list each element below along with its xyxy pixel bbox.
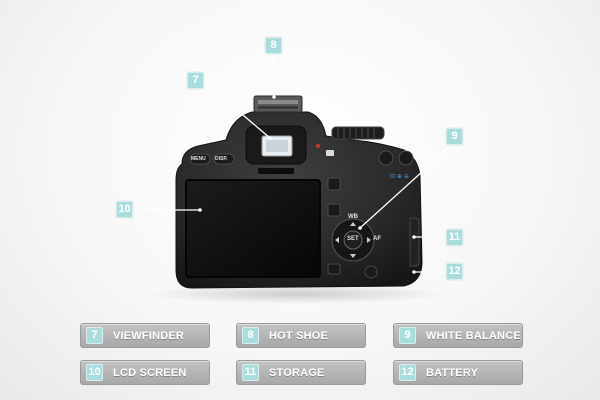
ae-lock-button bbox=[398, 150, 414, 166]
disp-button-shape bbox=[213, 153, 235, 165]
legend-number: 9 bbox=[399, 327, 416, 344]
legend-number: 8 bbox=[242, 327, 259, 344]
legend-item-white-balance[interactable]: 9 WHITE BALANCE bbox=[393, 323, 523, 348]
callout-badge-11: 11 bbox=[446, 229, 463, 246]
af-point-button bbox=[378, 150, 394, 166]
callout-badge-10: 10 bbox=[116, 201, 133, 218]
disp-label: DISP. bbox=[215, 156, 228, 162]
legend-number: 10 bbox=[86, 364, 103, 381]
mode-dial bbox=[331, 126, 385, 140]
card-slot-door bbox=[409, 217, 420, 267]
leader-lines bbox=[134, 54, 456, 273]
legend-number: 12 bbox=[399, 364, 416, 381]
legend-number: 11 bbox=[242, 364, 259, 381]
play-button bbox=[327, 263, 341, 275]
liveview-button bbox=[327, 177, 341, 191]
camera-shadow bbox=[146, 284, 446, 304]
legend-item-hot-shoe[interactable]: 8 HOT SHOE bbox=[236, 323, 366, 348]
legend-label: BATTERY bbox=[426, 367, 479, 379]
set-label: SET bbox=[347, 236, 359, 242]
lcd-screen bbox=[185, 179, 321, 278]
legend-item-viewfinder[interactable]: 7 VIEWFINDER bbox=[80, 323, 210, 348]
menu-button-shape bbox=[189, 153, 211, 165]
legend-label: VIEWFINDER bbox=[113, 330, 185, 342]
legend-number: 7 bbox=[86, 327, 103, 344]
leader-line-7 bbox=[203, 81, 271, 139]
legend-label: LCD SCREEN bbox=[113, 367, 187, 379]
legend-item-battery[interactable]: 12 BATTERY bbox=[393, 360, 523, 385]
legend-item-storage[interactable]: 11 STORAGE bbox=[236, 360, 366, 385]
leader-line-9 bbox=[359, 141, 456, 229]
legend-label: HOT SHOE bbox=[269, 330, 329, 342]
legend-item-lcd-screen[interactable]: 10 LCD SCREEN bbox=[80, 360, 210, 385]
callout-badge-7: 7 bbox=[187, 72, 204, 89]
av-button bbox=[327, 203, 341, 217]
set-button bbox=[343, 230, 363, 250]
legend-label: STORAGE bbox=[269, 367, 325, 379]
zoom-icons: ⊡ ⊕ ⊖ bbox=[390, 173, 409, 180]
menu-label: MENU bbox=[191, 156, 206, 162]
record-dot bbox=[316, 144, 320, 148]
callout-badge-12: 12 bbox=[446, 263, 463, 280]
callout-badge-9: 9 bbox=[446, 128, 463, 145]
eye-sensor bbox=[258, 168, 294, 174]
legend-label: WHITE BALANCE bbox=[426, 330, 521, 342]
callout-badge-8: 8 bbox=[265, 37, 282, 54]
delete-button bbox=[364, 265, 378, 279]
camera-mode-icon bbox=[326, 150, 334, 156]
wb-label: WB bbox=[348, 214, 358, 220]
af-label: AF bbox=[373, 236, 381, 242]
